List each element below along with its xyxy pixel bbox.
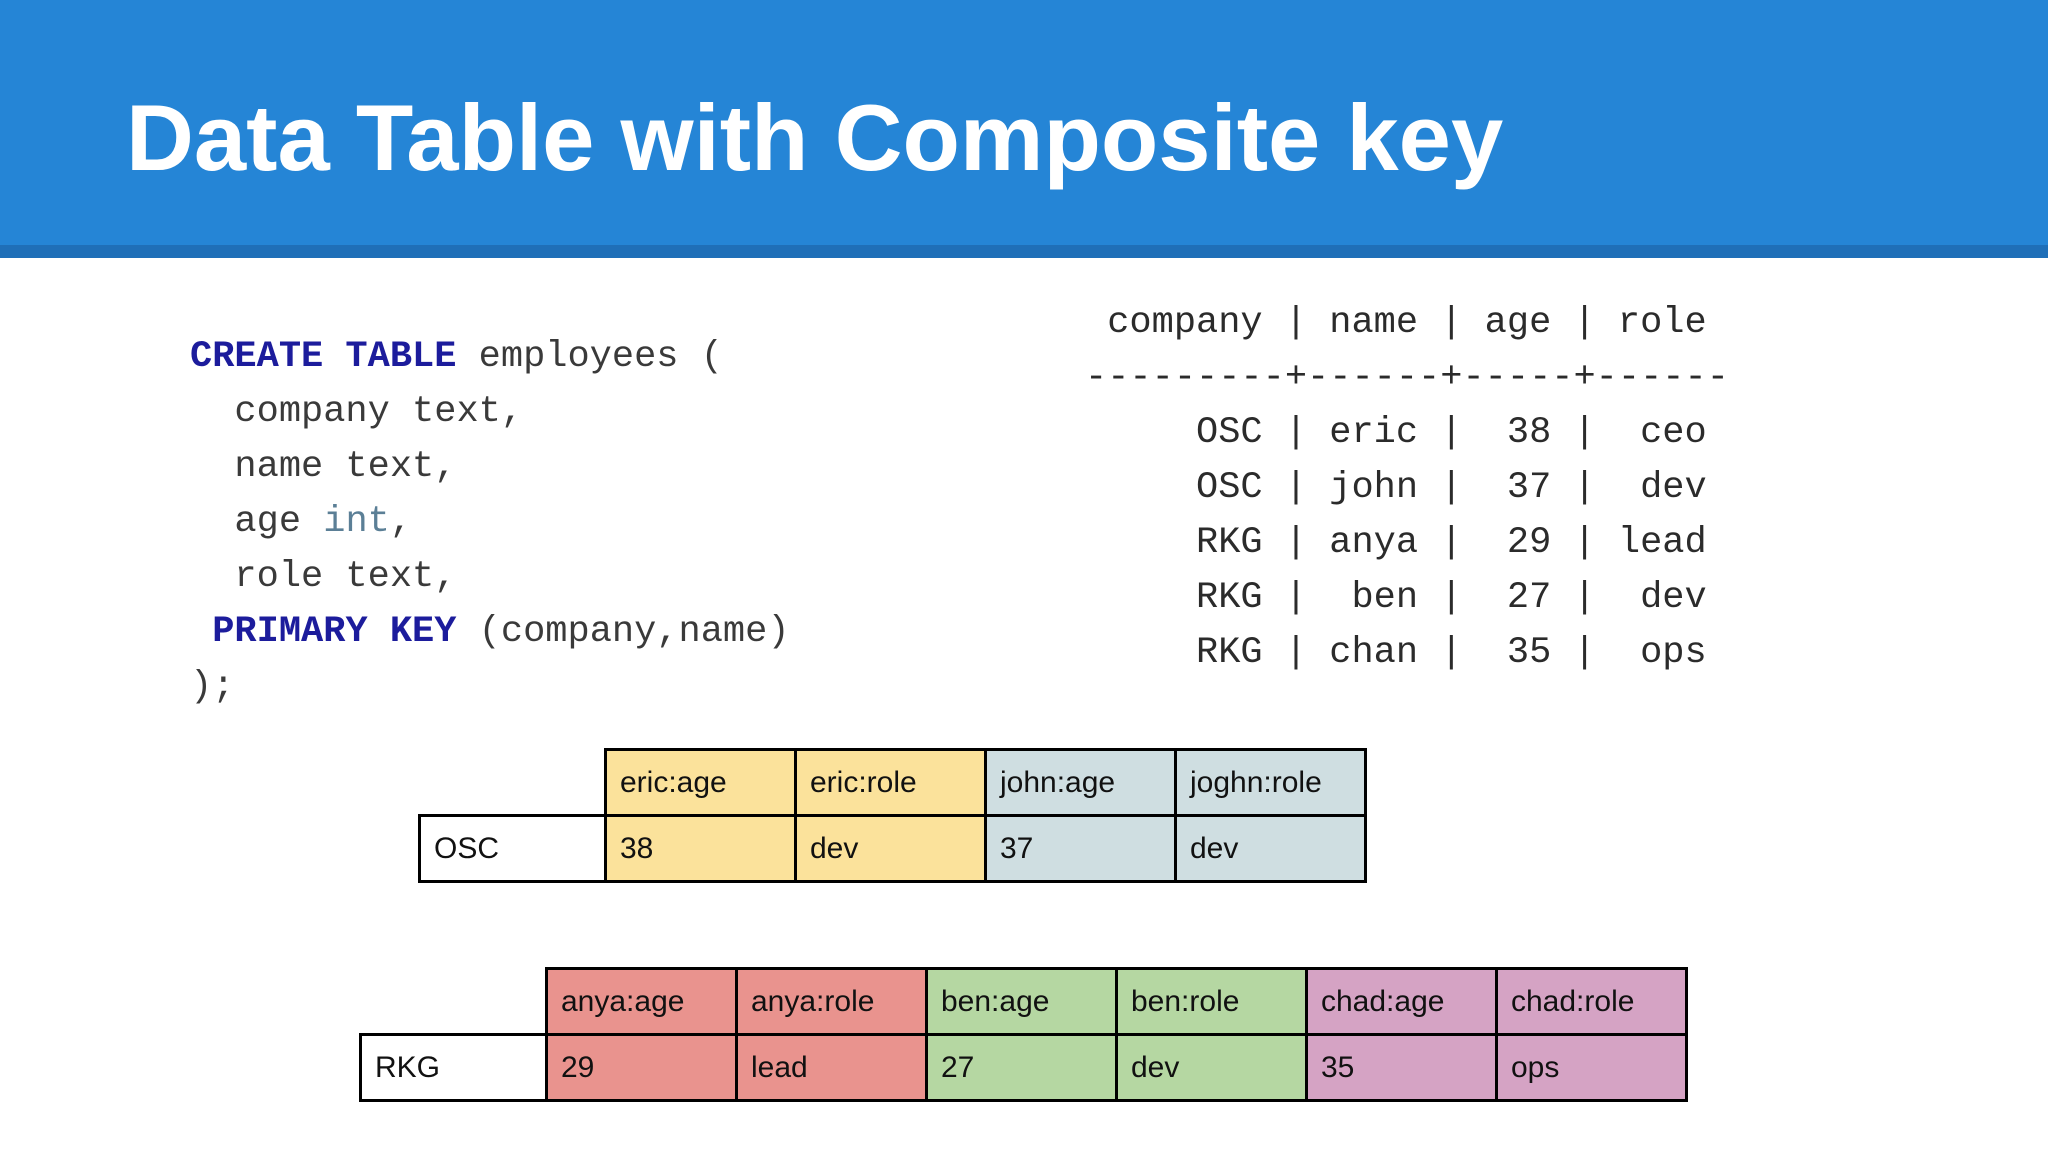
title-bar bbox=[0, 0, 2048, 245]
row-key-cell: OSC bbox=[418, 814, 607, 883]
sql-keyword: PRIMARY KEY bbox=[212, 611, 457, 653]
sql-code-line-3: age int, bbox=[190, 495, 790, 550]
sql-text: , bbox=[389, 501, 413, 543]
value-cell: 38 bbox=[604, 814, 797, 883]
query-output-line-5: RKG | ben | 27 | dev bbox=[1085, 577, 1707, 619]
column-header-cell: joghn:role bbox=[1174, 748, 1367, 817]
column-header-cell: anya:age bbox=[545, 967, 738, 1036]
value-cell: lead bbox=[735, 1033, 928, 1102]
sql-code-line-6: ); bbox=[190, 660, 790, 715]
value-cell: 27 bbox=[925, 1033, 1118, 1102]
sql-type: int bbox=[323, 501, 390, 543]
sql-code-line-5: PRIMARY KEY (company,name) bbox=[190, 605, 790, 660]
query-output-line-2: OSC | eric | 38 | ceo bbox=[1085, 412, 1707, 454]
column-header-cell: chad:role bbox=[1495, 967, 1688, 1036]
column-header-cell: ben:role bbox=[1115, 967, 1308, 1036]
query-output-line-4: RKG | anya | 29 | lead bbox=[1085, 522, 1707, 564]
empty-corner-cell bbox=[361, 969, 547, 1035]
query-output-line-3: OSC | john | 37 | dev bbox=[1085, 467, 1707, 509]
column-header-cell: eric:role bbox=[794, 748, 987, 817]
empty-corner-cell bbox=[420, 750, 606, 816]
column-header-cell: anya:role bbox=[735, 967, 928, 1036]
query-output-line-1: ---------+------+-----+------ bbox=[1085, 357, 1729, 399]
query-result-ascii-table: company | name | age | role ---------+---… bbox=[1085, 296, 1729, 681]
row-key-cell: RKG bbox=[359, 1033, 548, 1102]
value-cell: dev bbox=[1174, 814, 1367, 883]
sql-text: ); bbox=[190, 666, 235, 708]
sql-code-line-0: CREATE TABLE employees ( bbox=[190, 330, 790, 385]
sql-text: age bbox=[190, 501, 324, 543]
sql-code-line-2: name text, bbox=[190, 440, 790, 495]
page-title: Data Table with Composite key bbox=[126, 85, 1504, 190]
sql-keyword: CREATE TABLE bbox=[190, 336, 457, 378]
value-cell: dev bbox=[794, 814, 987, 883]
title-bar-accent-strip bbox=[0, 245, 2048, 258]
value-cell: 37 bbox=[984, 814, 1177, 883]
column-header-cell: ben:age bbox=[925, 967, 1118, 1036]
sql-code-line-4: role text, bbox=[190, 550, 790, 605]
sql-text: (company,name) bbox=[456, 611, 790, 653]
value-cell: dev bbox=[1115, 1033, 1308, 1102]
value-cell: 35 bbox=[1305, 1033, 1498, 1102]
sql-text: employees ( bbox=[456, 336, 723, 378]
value-cell: ops bbox=[1495, 1033, 1688, 1102]
column-header-cell: john:age bbox=[984, 748, 1177, 817]
query-output-line-0: company | name | age | role bbox=[1085, 302, 1707, 344]
column-header-cell: eric:age bbox=[604, 748, 797, 817]
sql-text: role text, bbox=[190, 556, 457, 598]
sql-text: company text, bbox=[190, 391, 524, 433]
column-header-cell: chad:age bbox=[1305, 967, 1498, 1036]
sql-text bbox=[190, 611, 212, 653]
value-cell: 29 bbox=[545, 1033, 738, 1102]
sql-text: name text, bbox=[190, 446, 457, 488]
sql-create-table-code: CREATE TABLE employees ( company text, n… bbox=[190, 330, 790, 715]
sql-code-line-1: company text, bbox=[190, 385, 790, 440]
query-output-line-6: RKG | chan | 35 | ops bbox=[1085, 632, 1707, 674]
